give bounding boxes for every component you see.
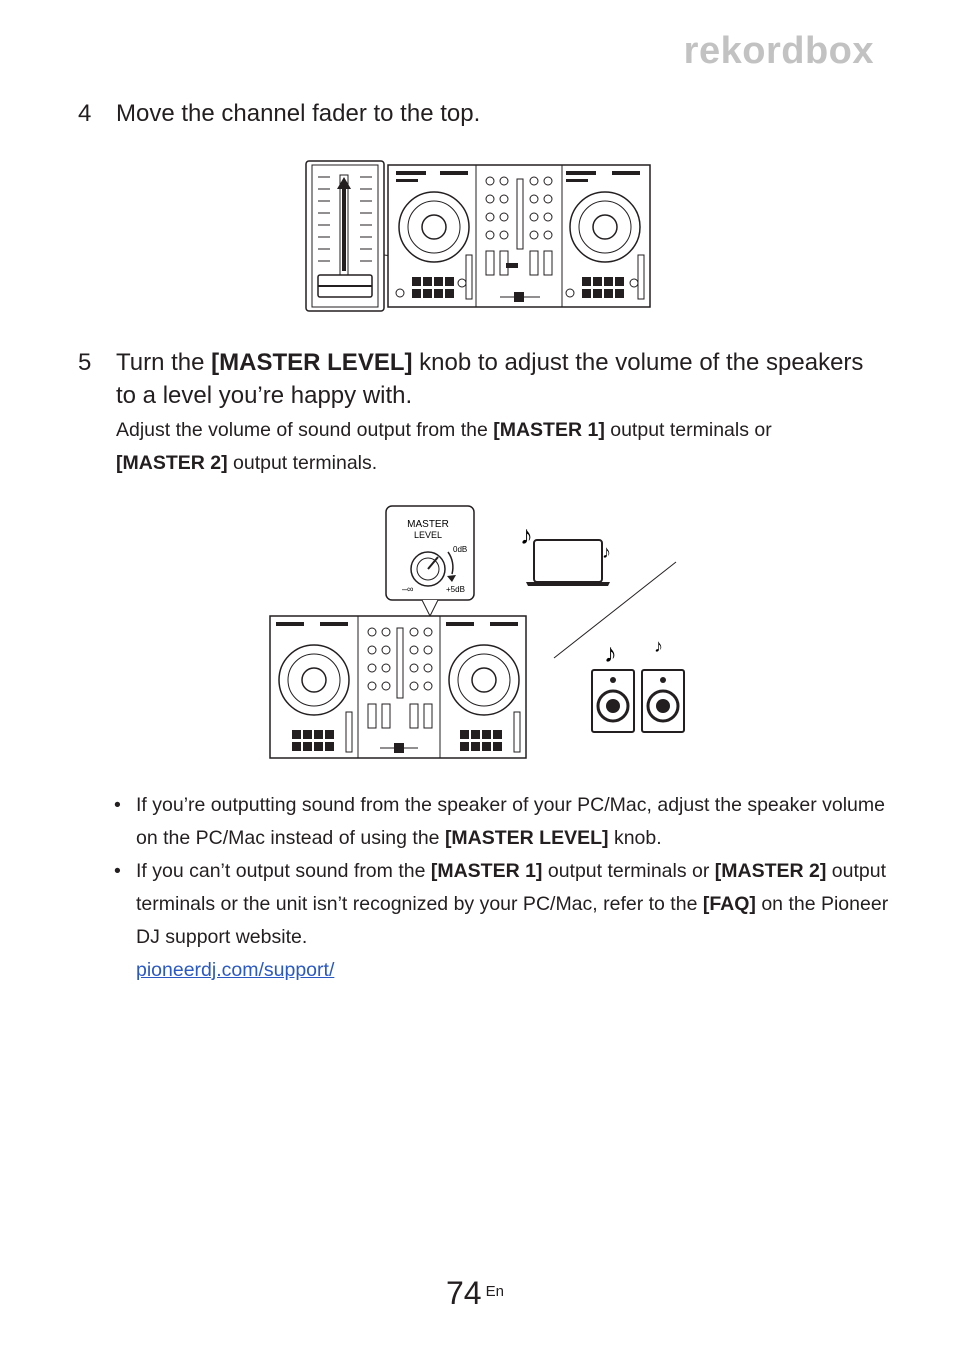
step-text: Turn the [MASTER LEVEL] knob to adjust t… bbox=[116, 349, 864, 409]
knob-max-label: +5dB bbox=[446, 585, 465, 594]
controller-fader-illustration bbox=[305, 160, 651, 312]
music-note-icon: ♪ bbox=[520, 520, 533, 550]
step-4: 4 Move the channel fader to the top. bbox=[78, 97, 878, 131]
brand-logo: rekordbox bbox=[683, 30, 874, 72]
knob-min-label: –∞ bbox=[402, 584, 413, 594]
step-number: 5 bbox=[78, 349, 92, 376]
knob-label-2: LEVEL bbox=[414, 530, 442, 540]
list-item: •If you can’t output sound from the [MAS… bbox=[114, 860, 889, 981]
music-note-icon: ♪ bbox=[604, 638, 617, 668]
notes-list: •If you’re outputting sound from the spe… bbox=[114, 789, 894, 987]
music-note-icon: ♪ bbox=[602, 542, 611, 562]
master-level-illustration: MASTER LEVEL 0dB –∞ +5dB ♪ ♪ bbox=[269, 505, 685, 759]
step-text: Move the channel fader to the top. bbox=[116, 100, 481, 127]
step-5-detail: Adjust the volume of sound output from t… bbox=[116, 419, 772, 474]
music-note-icon: ♪ bbox=[654, 636, 663, 656]
step-number: 4 bbox=[78, 100, 92, 127]
knob-label-1: MASTER bbox=[407, 519, 449, 530]
list-item: •If you’re outputting sound from the spe… bbox=[114, 794, 885, 849]
language-label: En bbox=[485, 1283, 504, 1300]
support-link[interactable]: pioneerdj.com/support/ bbox=[136, 959, 335, 981]
knob-mid-label: 0dB bbox=[453, 545, 467, 554]
step-5: 5 Turn the [MASTER LEVEL] knob to adjust… bbox=[78, 346, 888, 412]
